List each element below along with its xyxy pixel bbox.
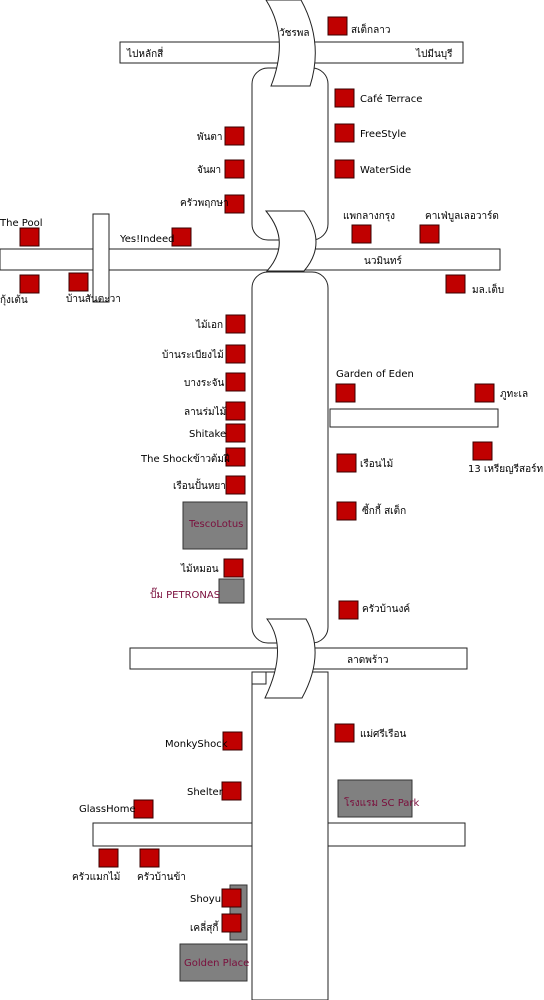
label-mai-mon: ไม้หมอน [180,563,219,575]
label-monkyshock: MonkyShock [165,739,228,750]
label-chanpha: จันผา [197,165,221,176]
label-sikki-steak: ซี้กกี้ สเต็ก [362,503,406,517]
label-khrua-maek-mai: ครัวแมกไม้ [72,871,120,883]
label-khrua-ban-kha: ครัวบ้านข้า [137,871,186,883]
road-segment-4 [251,671,267,685]
road-label-min-buri: ไปมีนบุรี [415,48,453,60]
label-mon-tep: มล.เต็บ [472,282,504,296]
marker-cafe-boulevard[interactable] [419,224,440,244]
road-segment-3 [251,671,329,1000]
marker-chanpha[interactable] [224,159,245,179]
road-segment-2 [251,271,329,644]
marker-13-rian-resort[interactable] [472,441,493,461]
marker-mai-mon[interactable] [223,558,244,578]
label-ban-rabiang-mai: บ้านระเบียงไม้ [162,349,224,361]
label-freestyle: FreeStyle [360,129,406,140]
marker-glasshome[interactable] [133,799,154,819]
label-cafe-terrace: Café Terrace [360,93,422,105]
road-left-vertical [92,213,110,303]
bridge-lat-phrao [264,618,316,699]
marker-mai-ek[interactable] [225,314,246,334]
label-shelter: Shelter [187,787,224,798]
label-the-pool: The Pool [0,218,42,229]
building-tesco-lotus [182,501,248,550]
label-shitake: Shitake [189,429,226,440]
marker-sikki-steak[interactable] [336,501,357,521]
marker-ban-rabiang-mai[interactable] [225,344,246,364]
label-waterside: WaterSide [360,165,411,176]
building-label-golden-place: Golden Place [184,958,249,969]
marker-mon-tep[interactable] [445,274,466,294]
label-shoyu: Shoyu [190,894,221,905]
label-kung-ten: กุ้งเต้น [0,294,28,306]
label-mae-sri-ruean: แม่ศรีเรือน [360,728,407,740]
marker-khrua-ban-kha[interactable] [139,848,160,868]
marker-waterside[interactable] [334,159,355,179]
marker-khrua-maek-mai[interactable] [98,848,119,868]
label-kelly-suki: เคลี่สุกี้ [190,920,220,934]
label-the-shock: The Shockข้าวต้มฝี [140,453,230,465]
marker-kelly-suki[interactable] [221,913,242,933]
label-ban-santawa: บ้านสันตะวา [66,293,121,305]
building-label-tesco-lotus: TescoLotus [188,519,243,530]
marker-mae-sri-ruean[interactable] [334,723,355,743]
building-label-sc-park: โรงแรม SC Park [344,796,420,809]
marker-ruean-panya[interactable] [225,475,246,495]
marker-monkyshock[interactable] [222,731,243,751]
bridge-nawamin [264,210,317,272]
label-cafe-boulevard: คาเฟ่บูลเลอวาร์ด [425,210,499,222]
marker-the-pool[interactable] [19,227,40,247]
marker-kung-ten[interactable] [19,274,40,294]
label-ruean-panya: เรือนปั้นหยา [173,478,226,492]
marker-shitake[interactable] [225,423,246,443]
label-bang-rachan: บางระจัน [184,378,224,389]
marker-cafe-terrace[interactable] [334,88,355,108]
marker-lan-rom-mai[interactable] [225,401,246,421]
marker-satek-lao[interactable] [327,16,348,36]
label-satek-lao: สเต็กลาว [351,22,390,36]
marker-shelter[interactable] [221,781,242,801]
road-label-watcharaphon: วัชรพล [279,28,310,39]
marker-phu-thale[interactable] [474,383,495,403]
building-sc-park [337,779,413,818]
building-golden-place [179,943,248,982]
label-garden-of-eden: Garden of Eden [336,369,414,380]
label-khrua-ban-nong: ครัวบ้านงค์ [362,603,410,615]
marker-ban-santawa[interactable] [68,272,89,292]
bridge-watcharaphon [265,0,316,87]
road-nawamin [0,248,501,271]
label-mai-ek: ไม้เอก [195,319,223,331]
marker-bang-rachan[interactable] [225,372,246,392]
label-khrua-phruksa: ครัวพฤกษา [180,198,229,209]
label-13-rian-resort: 13 เหรียญรีสอร์ท [468,463,543,475]
marker-yes-indeed[interactable] [171,227,192,247]
label-yes-indeed: Yes!Indeed [119,234,174,245]
marker-phae-klang-krung[interactable] [351,224,372,244]
label-glasshome: GlassHome [79,804,136,815]
marker-khrua-phruksa[interactable] [224,194,245,214]
building-label-petronas: ปั๊ม PETRONAS [150,587,220,601]
marker-the-shock[interactable] [225,447,246,467]
label-ruean-mai: เรือนไม้ [360,458,393,470]
marker-khrua-ban-nong[interactable] [338,600,359,620]
marker-freestyle[interactable] [334,123,355,143]
label-lan-rom-mai: ลานร่มไม้ [184,406,226,418]
label-phanta: พันตา [197,132,223,143]
label-phae-klang-krung: แพกลางกรุง [343,211,395,222]
marker-shoyu[interactable] [221,888,242,908]
road-right-branch [329,408,499,428]
marker-ruean-mai[interactable] [336,453,357,473]
road-label-nawamin: นวมินทร์ [364,255,402,267]
road-label-lat-phrao: ลาดพร้าว [347,654,388,666]
building-petronas [218,578,245,604]
label-phu-thale: ภูทะเล [500,389,528,400]
marker-phanta[interactable] [224,126,245,146]
road-label-lak-si: ไปหลักสี่ [126,46,163,60]
marker-garden-of-eden[interactable] [335,383,356,403]
